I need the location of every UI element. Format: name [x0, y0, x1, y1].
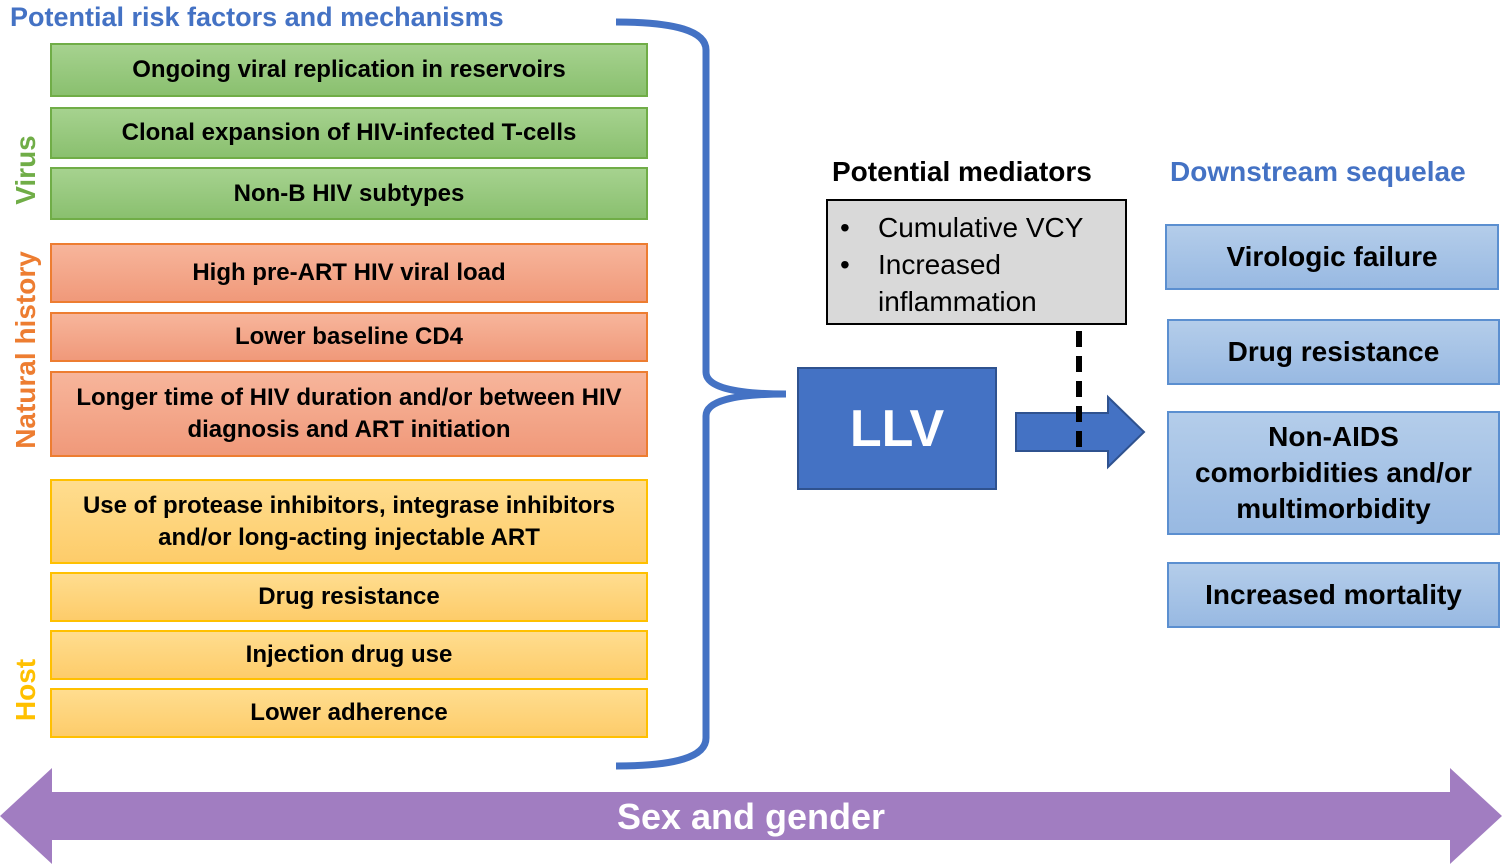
grouping-brace — [615, 18, 787, 770]
risk-factors-title: Potential risk factors and mechanisms — [10, 2, 504, 32]
risk-factor-box: Injection drug use — [50, 630, 648, 680]
risk-factor-box: Clonal expansion of HIV-infected T-cells — [50, 107, 648, 159]
mediators-box: • Cumulative VCY • Increased inflammatio… — [826, 199, 1127, 325]
risk-factor-box: High pre-ART HIV viral load — [50, 243, 648, 303]
sequela-box: Virologic failure — [1165, 224, 1499, 290]
mediators-title: Potential mediators — [832, 156, 1092, 187]
sequela-box: Increased mortality — [1167, 562, 1500, 628]
risk-factor-box: Ongoing viral replication in reservoirs — [50, 43, 648, 97]
sequela-box: Non-AIDS comorbidities and/or multimorbi… — [1167, 411, 1500, 535]
risk-factor-box: Use of protease inhibitors, integrase in… — [50, 479, 648, 564]
risk-factor-box: Lower baseline CD4 — [50, 312, 648, 362]
risk-factor-box: Lower adherence — [50, 688, 648, 738]
sex-gender-arrow — [0, 768, 1502, 864]
sequela-box: Drug resistance — [1167, 319, 1500, 385]
mediator-label: Cumulative VCY — [878, 212, 1084, 243]
mediator-item: • Cumulative VCY — [840, 209, 1125, 246]
sequelae-title: Downstream sequelae — [1170, 156, 1466, 187]
bullet-icon: • — [840, 212, 850, 243]
mediator-label: Increased inflammation — [878, 249, 1037, 317]
llv-box: LLV — [797, 367, 997, 490]
risk-factor-box: Drug resistance — [50, 572, 648, 622]
risk-factor-box: Longer time of HIV duration and/or betwe… — [50, 371, 648, 457]
risk-factor-box: Non-B HIV subtypes — [50, 167, 648, 220]
sex-gender-label: Sex and gender — [616, 796, 886, 837]
mediator-item: • Increased inflammation — [840, 246, 1125, 320]
bullet-icon: • — [840, 249, 850, 280]
